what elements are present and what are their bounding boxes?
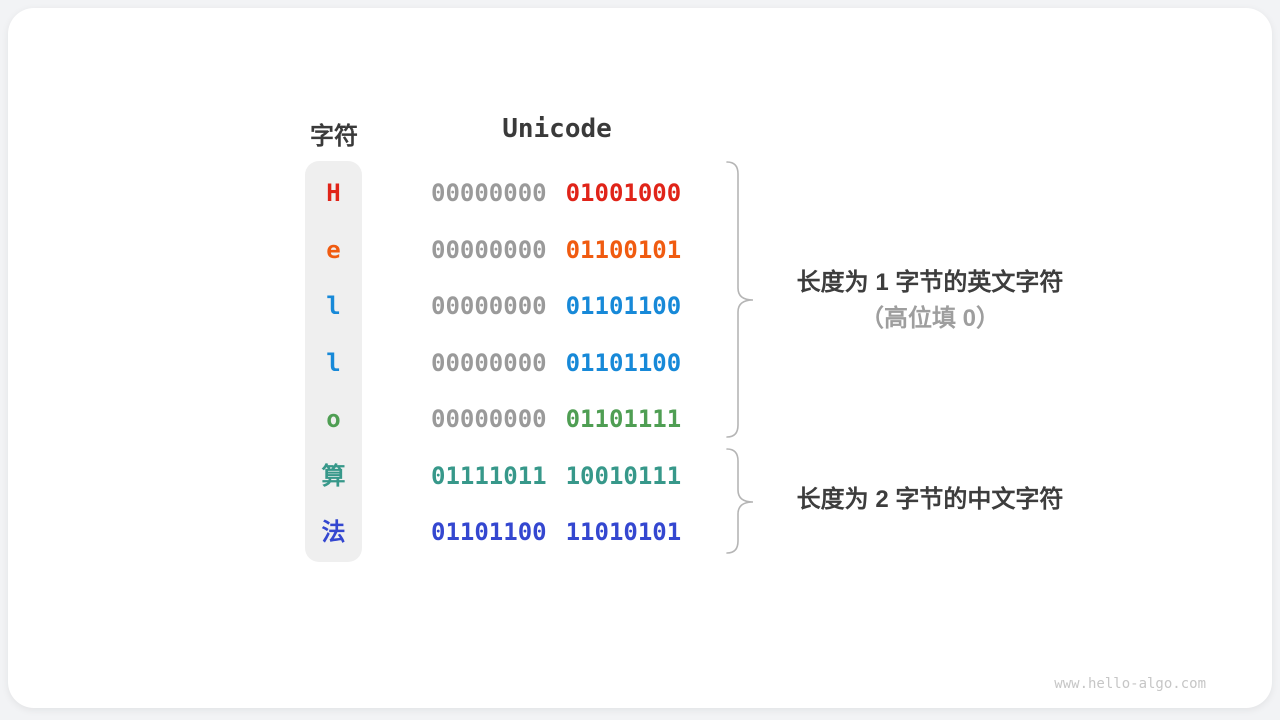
- table-row: o 00000000 01101111: [0, 391, 1280, 448]
- annotation-english-group: 长度为 1 字节的英文字符 （高位填 0）: [760, 265, 1100, 337]
- table-row: 算 01111011 10010111: [0, 448, 1280, 505]
- watermark-url: www.hello-algo.com: [1054, 676, 1206, 692]
- character-cell: 法: [321, 518, 346, 547]
- unicode-byte-high: 00000000: [431, 348, 547, 377]
- unicode-bytes: 00000000 01100101: [431, 238, 681, 262]
- unicode-byte-low: 01001000: [565, 179, 682, 208]
- character-column-background: [305, 161, 362, 562]
- character-cell: e: [326, 235, 341, 264]
- column-header-unicode: Unicode: [502, 114, 612, 144]
- annotation-chinese-group: 长度为 2 字节的中文字符: [760, 486, 1100, 514]
- unicode-bytes: 00000000 01101100: [431, 294, 681, 318]
- table-row: e 00000000 01100101: [0, 222, 1280, 279]
- table-row: l 00000000 01101100: [0, 335, 1280, 392]
- unicode-byte-low: 01100101: [565, 235, 682, 264]
- unicode-byte-high: 00000000: [431, 235, 547, 264]
- unicode-byte-high: 00000000: [431, 292, 547, 321]
- annotation-chinese-line1: 长度为 2 字节的中文字符: [796, 486, 1064, 513]
- annotation-english-line2: （高位填 0）: [859, 305, 1000, 332]
- unicode-bytes: 01111011 10010111: [431, 464, 681, 488]
- table-row: H 00000000 01001000: [0, 165, 1280, 222]
- unicode-byte-low: 11010101: [565, 518, 682, 547]
- table-row: 法 01101100 11010101: [0, 504, 1280, 561]
- character-cell: o: [326, 405, 341, 434]
- unicode-bytes: 00000000 01101111: [431, 407, 681, 431]
- unicode-bytes: 00000000 01101100: [431, 351, 681, 375]
- encoding-table: H 00000000 01001000 e 00000000 01100101 …: [0, 165, 1280, 561]
- character-cell: l: [326, 292, 341, 321]
- unicode-byte-high: 01101100: [431, 518, 547, 547]
- figure-card: [8, 8, 1272, 708]
- character-cell: l: [326, 348, 341, 377]
- annotation-english-line1: 长度为 1 字节的英文字符: [796, 269, 1064, 296]
- unicode-byte-low: 01101100: [565, 348, 682, 377]
- unicode-bytes: 01101100 11010101: [431, 520, 681, 544]
- unicode-byte-high: 00000000: [431, 405, 547, 434]
- character-cell: H: [326, 179, 341, 208]
- unicode-bytes: 00000000 01001000: [431, 181, 681, 205]
- unicode-byte-high: 01111011: [431, 461, 547, 490]
- character-cell: 算: [321, 461, 346, 490]
- column-header-character: 字符: [310, 123, 358, 150]
- unicode-byte-high: 00000000: [431, 179, 547, 208]
- unicode-byte-low: 01101100: [565, 292, 682, 321]
- unicode-byte-low: 10010111: [565, 461, 682, 490]
- table-row: l 00000000 01101100: [0, 278, 1280, 335]
- unicode-byte-low: 01101111: [565, 405, 682, 434]
